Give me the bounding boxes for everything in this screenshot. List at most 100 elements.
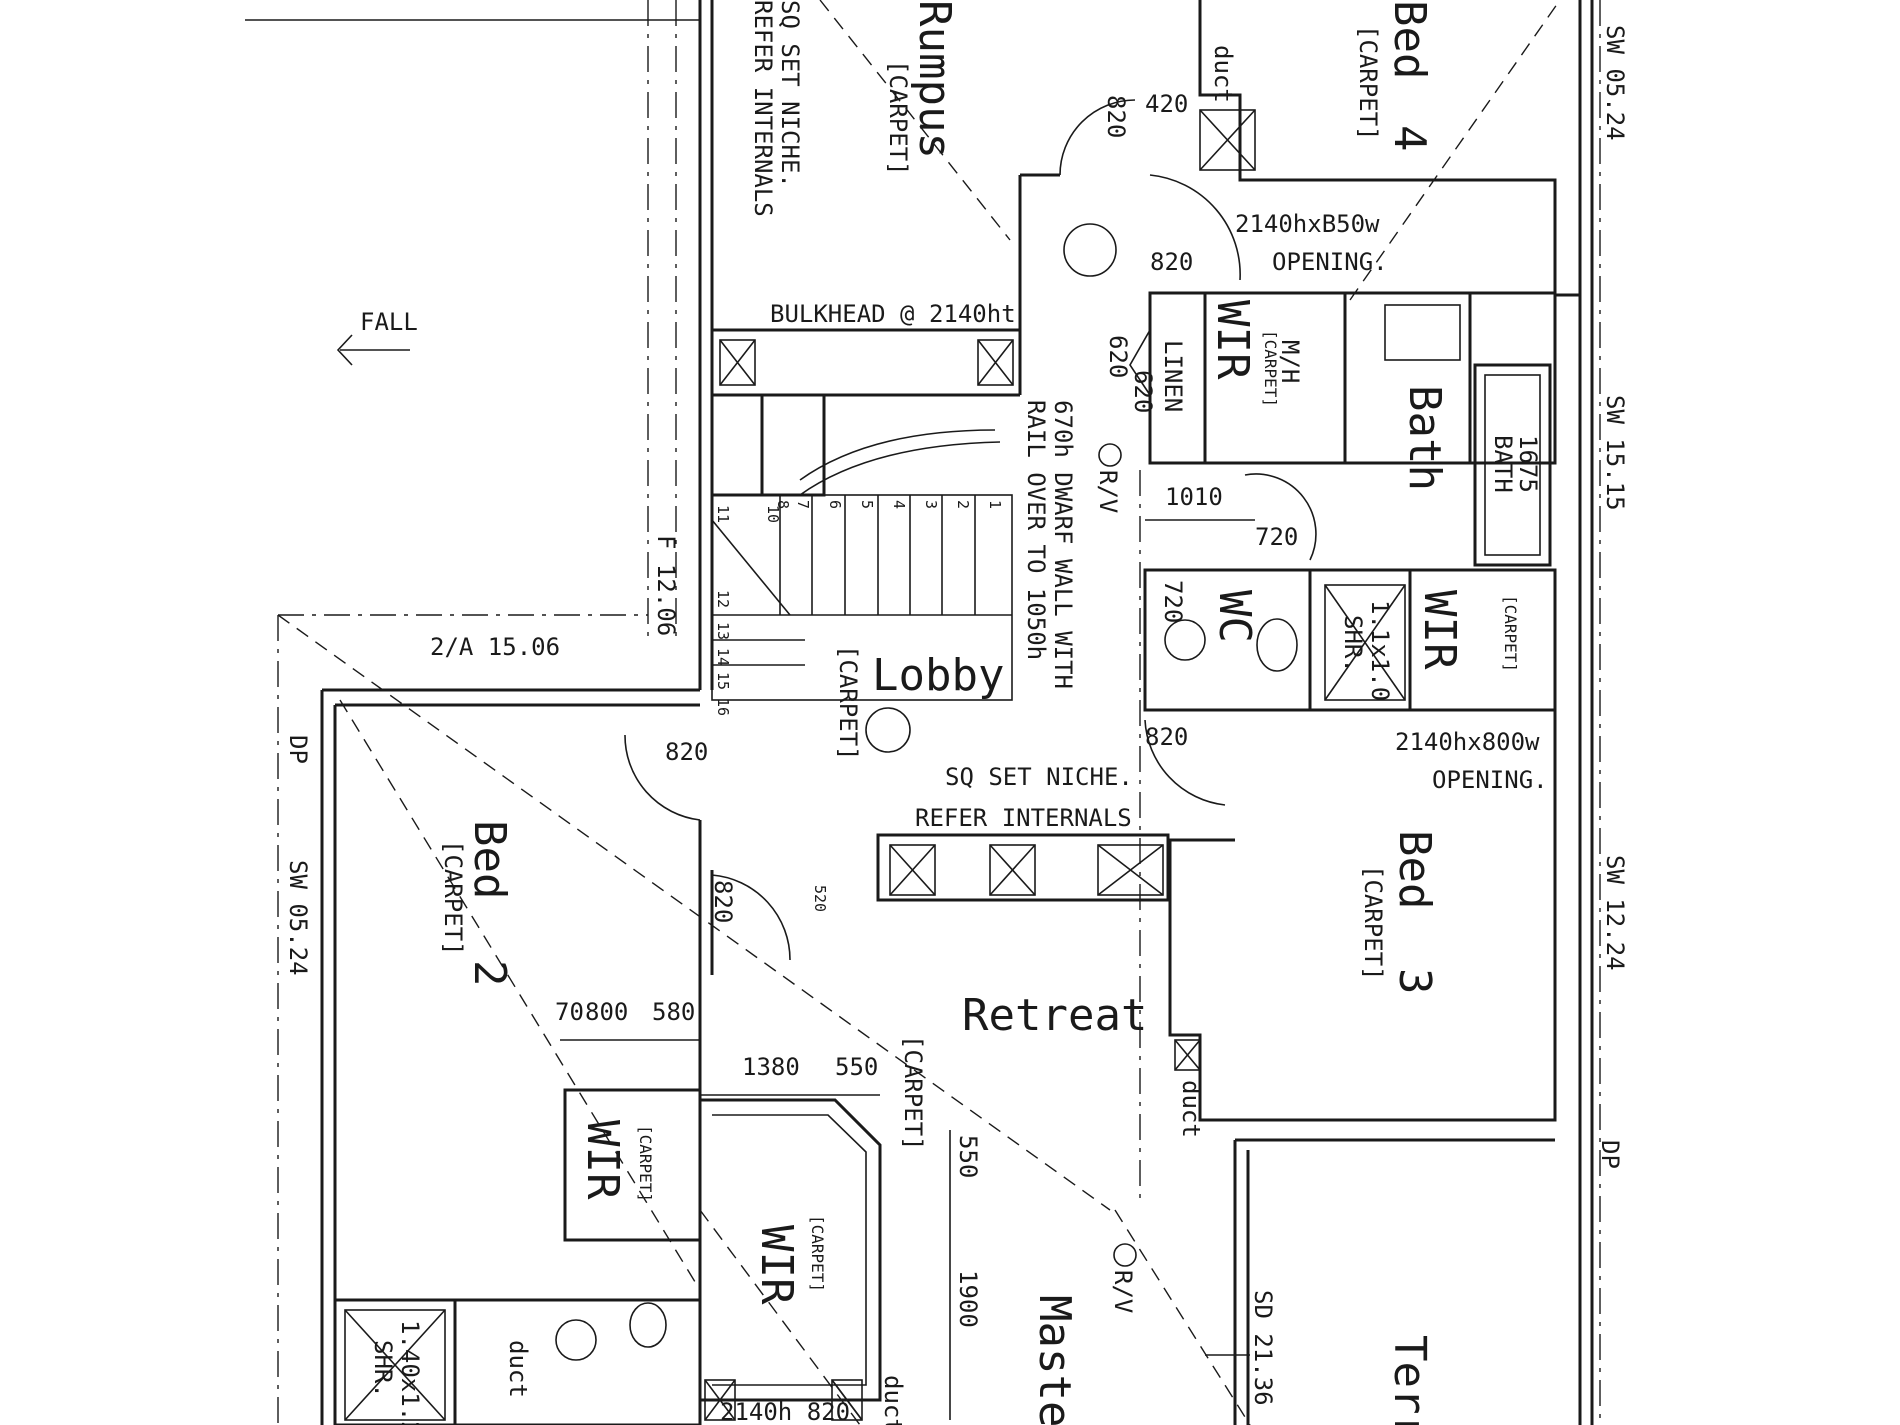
room-rumpus: Rumpus	[909, 0, 960, 159]
room-terrace: Terr	[1384, 1335, 1435, 1425]
stair-number: 3	[922, 500, 940, 509]
room-master: Maste	[1029, 1295, 1080, 1425]
basin-icon	[555, 1319, 597, 1361]
room-retreat: Retreat	[962, 990, 1147, 1041]
duct-label: duct	[504, 1340, 532, 1398]
dim-720: 720	[1159, 580, 1187, 623]
lobby-finish: [CARPET]	[834, 645, 862, 761]
toilet-icon	[629, 1302, 667, 1348]
wir-label: WIR	[577, 1120, 628, 1200]
window-sw-1515: SW 15.15	[1601, 395, 1629, 511]
room-lobby: Lobby	[872, 650, 1004, 701]
dim-1010: 1010	[1165, 483, 1223, 511]
dim-1380: 1380	[742, 1053, 800, 1081]
window-sd-2136: SD 21.36	[1249, 1290, 1277, 1406]
rv-label: R/V	[1109, 1270, 1137, 1313]
dim-820: 820	[1150, 248, 1193, 276]
note-opening-800-2: OPENING.	[1432, 766, 1548, 794]
stairs	[711, 429, 1013, 701]
wir-finish: [CARPET]	[808, 1215, 827, 1292]
dp-label: DP	[284, 735, 312, 764]
duct-label: duct	[879, 1375, 907, 1425]
stair-number: 1	[986, 500, 1004, 509]
window-aw-1506: 2/A 15.06	[430, 633, 560, 661]
room-bed3-number: 3	[1389, 968, 1440, 995]
bath-length-label: 1675	[1514, 435, 1542, 493]
window-f-1206: F 12.06	[652, 535, 680, 636]
stair-number: 6	[826, 500, 844, 509]
stair-number: 11	[714, 505, 732, 523]
dimension-lines	[560, 519, 1255, 1420]
retreat-finish: [CARPET]	[899, 1035, 927, 1151]
rv-label: R/V	[1094, 470, 1122, 513]
wir-finish: [CARPET]	[636, 1125, 655, 1202]
note-dwarf-wall-1: 670h DWARF WALL WITH	[1049, 400, 1077, 689]
duct-label: duct	[1177, 1080, 1205, 1138]
room-bed4-number: 4	[1384, 125, 1435, 152]
stair-number: 13	[714, 622, 732, 640]
note-dwarf-wall-2: RAIL OVER TO 1050h	[1022, 400, 1050, 660]
dim-620: 620	[1104, 335, 1132, 378]
dim-420: 420	[1145, 90, 1188, 118]
roof-diagonals	[277, 0, 1561, 1425]
wir-label: WIR	[751, 1225, 802, 1305]
dim-820: 820	[665, 738, 708, 766]
stair-number: 5	[858, 500, 876, 509]
rumpus-finish: [CARPET]	[884, 60, 912, 176]
door-swings	[624, 99, 1317, 961]
dim-550: 550	[954, 1135, 982, 1178]
dim-520: 520	[811, 885, 829, 912]
downlight-symbol	[1063, 223, 1117, 277]
dim-620: 620	[1129, 370, 1157, 413]
stair-number: 2	[954, 500, 972, 509]
note-opening-850-2: OPENING.	[1272, 248, 1388, 276]
wir-label: WIR	[1414, 590, 1465, 670]
room-bed2: Bed	[464, 820, 515, 899]
stair-number: 8	[774, 500, 792, 509]
mh-label: M/H	[1276, 340, 1304, 383]
dim-70: 70	[555, 998, 584, 1026]
stair-number: 7	[794, 500, 812, 509]
dim-720: 720	[1255, 523, 1298, 551]
bed4-finish: [CARPET]	[1354, 25, 1382, 141]
wir-finish: [CARPET]	[1501, 595, 1520, 672]
shr-size-lower: 1.40x1.2	[396, 1320, 424, 1425]
window-sw-1224: SW 12.24	[1601, 855, 1629, 971]
wir-finish: [CARPET]	[1261, 330, 1280, 407]
dim-820: 820	[1102, 95, 1130, 138]
note-opening-800: 2140hx800w	[1395, 728, 1540, 756]
note-bulkhead: BULKHEAD @ 2140ht	[770, 300, 1016, 328]
dim-1900: 1900	[954, 1270, 982, 1328]
stair-numbers: 1 2 3 4 5 6 7 8 9 10 11 12 13 14 15 16	[714, 500, 1004, 716]
rv-symbol	[1113, 1243, 1137, 1267]
fall-label: FALL	[360, 308, 418, 336]
shr-label-upper: SHR.	[1339, 615, 1367, 673]
room-bed4: Bed	[1384, 0, 1435, 79]
dim-550: 550	[835, 1053, 878, 1081]
linen-label: LINEN	[1159, 340, 1187, 412]
room-bed2-number: 2	[464, 960, 515, 987]
dim-580: 580	[652, 998, 695, 1026]
dim-820: 820	[1145, 723, 1188, 751]
room-bath: Bath	[1399, 385, 1450, 491]
stair-number: 14	[714, 648, 732, 666]
basin-icon	[1164, 619, 1206, 661]
stair-number: 16	[714, 698, 732, 716]
shr-size-upper: 1.1x1.0	[1366, 600, 1394, 701]
stair-number: 4	[890, 500, 908, 509]
bath-fixture-label: BATH	[1489, 435, 1517, 493]
note-opening-850: 2140hxB50w	[1235, 210, 1380, 238]
fixtures	[336, 223, 1461, 1361]
room-bed3: Bed	[1389, 830, 1440, 909]
stair-number: 15	[714, 672, 732, 690]
wc-label: WC	[1209, 590, 1260, 643]
note-partial-bottom: 2140h 820	[720, 1398, 850, 1425]
window-sw-0524-left: SW 05.24	[284, 860, 312, 976]
dim-820: 820	[709, 880, 737, 923]
note-refer-internals-lobby: REFER INTERNALS	[915, 804, 1132, 832]
duct-label: duct	[1209, 45, 1237, 103]
note-sq-niche-lobby: SQ SET NICHE.	[945, 763, 1133, 791]
walls	[245, 0, 1594, 1425]
sink-icon	[1384, 304, 1461, 361]
